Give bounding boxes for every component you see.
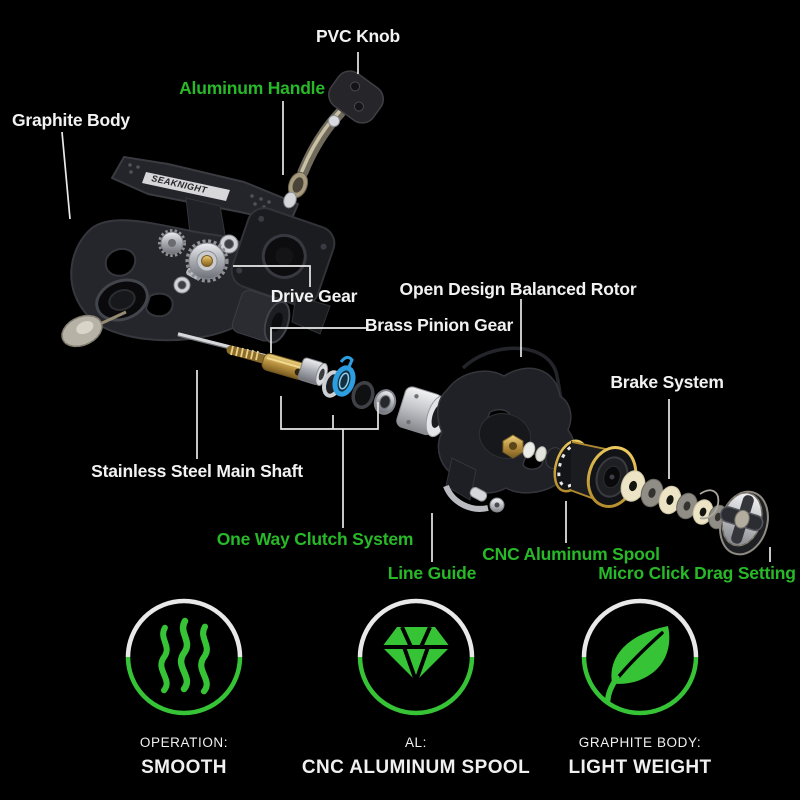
label-brass-pinion: Brass Pinion Gear [364,315,514,335]
label-pvc-knob: PVC Knob [316,26,400,46]
label-one-way-clutch: One Way Clutch System [216,529,414,549]
label-open-rotor: Open Design Balanced Rotor [399,279,637,299]
diamond-icon [357,598,475,716]
knob-joint [328,115,340,127]
feature-operation-smooth: OPERATION: SMOOTH [34,595,334,779]
feature-caption-line1: AL: [404,735,428,750]
leaf-icon [581,598,699,716]
drag-knob-part [699,489,769,556]
body-bearing-port [95,278,149,322]
label-line-guide: Line Guide [387,563,477,583]
feature-cnc-aluminum-spool: AL: CNC ALUMINUM SPOOL [266,595,566,779]
leader-drive-gear [233,265,311,287]
label-brake-system: Brake System [610,372,724,392]
one-way-clutch-part [297,355,450,438]
smooth-waves-icon [125,598,243,716]
drive-gear-part [158,229,239,294]
handle-assembly-part [283,70,384,209]
label-graphite-body: Graphite Body [12,110,130,130]
pvc-knob-part [328,70,384,124]
body-cap-knob [61,314,103,348]
label-cnc-spool: CNC Aluminum Spool [482,544,660,564]
feature-light-weight: GRAPHITE BODY: LIGHT WEIGHT [490,595,790,779]
brake-system-part [620,470,728,530]
label-main-shaft: Stainless Steel Main Shaft [91,461,303,481]
label-drive-gear: Drive Gear [270,286,358,306]
leader-brass-pinion [270,327,366,353]
main-shaft-part [177,332,316,380]
leader-graphite-body [61,131,71,220]
feature-caption-line1: GRAPHITE BODY: [578,735,702,750]
line-guide-part [443,457,505,513]
leader-one-way-clutch [280,396,379,528]
feature-caption-line2: SMOOTH [141,757,227,778]
rotor-part [436,346,576,513]
feature-caption-line2: LIGHT WEIGHT [568,757,712,778]
label-aluminum-handle: Aluminum Handle [179,78,325,98]
feature-caption-line2: CNC ALUMINUM SPOOL [301,757,531,778]
leader-lines [61,52,771,562]
feature-caption-line1: OPERATION: [139,735,229,750]
label-micro-click: Micro Click Drag Setting [598,563,796,583]
